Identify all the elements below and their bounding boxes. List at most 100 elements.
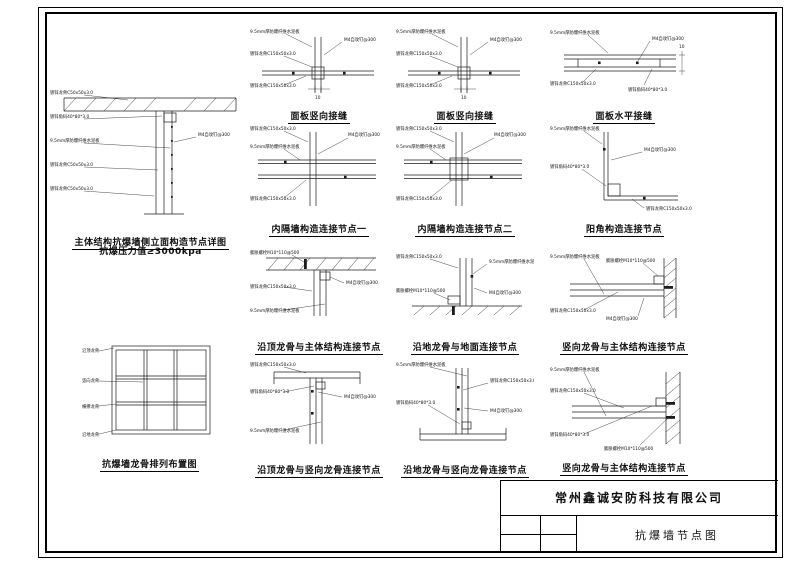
annotation-label: 镀锌龙骨C150x50x3.0 [250,195,296,202]
annotation-label: M4自攻钉@300 [490,36,522,43]
annotation-label: M4自攻钉@300 [652,35,684,42]
annotation-label: 9.5mm厚防爆纤维水泥板 [250,143,300,150]
detail-title: 抗爆墙龙骨排列布置图 [99,457,199,472]
detail-title: 面板竖向接缝 [434,109,496,124]
annotation-label: 镀锌龙骨C150x50x3.0 [646,205,692,212]
detail-drawing: 9.5mm厚防爆纤维水泥板 M4自攻钉@300 镀锌龙骨C150x50x3.0 … [396,28,522,101]
detail-caption: 沿顶龙骨与竖向龙骨连接节点 [248,458,390,478]
detail-title: 主体结构抗爆墙侧立面构造节点详图 [72,235,229,250]
annotation-label: 镀锌角码40*80*3.0 [396,399,436,406]
annotation-label: 镀锌龙骨C150x50x3.0 [550,80,596,87]
annotation-label: 镀锌角码40*80*3.0 [250,388,290,395]
annotation-label: 沿顶龙骨 [82,347,99,354]
annotation-label: M4自攻钉@300 [348,131,380,138]
detail-caption: 沿地龙骨与竖向龙骨连接节点 [394,458,536,478]
annotation-label: M4自攻钉@300 [494,131,526,138]
detail-title: 沿地龙骨与竖向龙骨连接节点 [401,463,529,478]
detail-partition-node-2: 镀锌龙骨C150x50x3.0 9.5mm厚防爆纤维水泥板 M4自攻钉@300 … [394,120,536,237]
dimension-label: 10 [461,95,467,101]
detail-drawing: 9.5mm厚防爆纤维水泥板 镀锌龙骨C150x50x3.0 镀锌角码40*80*… [550,366,681,452]
titleblock-top-line [500,480,778,481]
sheet-outer-border [38,7,783,558]
detail-top-keel-structure: 膨胀螺栓M10*110@500 镀锌龙骨C150x50x3.0 M4自攻钉@30… [248,246,390,355]
titleblock-left-line [500,480,501,553]
annotation-label: 镀锌龙骨C50x50x3.0 [50,185,93,192]
detail-title: 内隔墙构造连接节点一 [269,222,369,237]
annotation-label: M4自攻钉@300 [644,146,676,153]
detail-title: 面板竖向接缝 [288,109,350,124]
detail-drawing: 镀锌龙骨C150x50x3.0 9.5mm厚防爆纤维水泥板 M4自攻钉@300 … [396,125,526,206]
annotation-label: 9.5mm厚防爆纤维水泥板 [250,307,300,314]
annotation-label: 膨胀螺栓M10*110@500 [396,287,445,294]
detail-caption: 沿地龙骨与地面连接节点 [394,335,536,355]
drawing-title: 抗爆墙节点图 [635,529,719,542]
detail-title: 竖向龙骨与主体结构连接节点 [560,461,688,476]
annotation-label: 9.5mm厚防爆纤维水泥板 [550,366,600,373]
annotation-label: 镀锌龙骨C150x50x3.0 [490,377,534,384]
detail-caption: 主体结构抗爆墙侧立面构造节点详图 [48,230,253,250]
annotation-label: 镀锌龙骨C50x50x3.0 [50,161,93,168]
detail-drawing: 9.5mm厚防爆纤维水泥板 镀锌龙骨C150x50x3.0 膨胀螺栓M10*11… [550,253,677,322]
annotation-label: M4自攻钉@300 [490,407,522,414]
titleblock-cell-line [576,515,577,553]
annotation-label: M4自攻钉@300 [198,131,230,138]
detail-title: 内隔墙构造连接节点二 [415,222,515,237]
annotation-label: 9.5mm厚防爆纤维水泥板 [396,28,446,35]
annotation-label: 9.5mm厚防爆纤维水泥板 [489,258,534,265]
annotation-label: 镀锌龙骨C50x50x3.0 [50,89,93,96]
annotation-label: 镀锌角码40*80*3.0 [550,163,590,170]
detail-caption: 面板竖向接缝 [394,104,536,124]
annotation-label: M4自攻钉@300 [344,393,376,400]
detail-panel-vertical-seam-1: 9.5mm厚防爆纤维水泥板 M4自攻钉@300 镀锌龙骨C150x50x3.0 … [248,25,390,125]
dimension-label: 10 [679,44,685,50]
annotation-label: 膨胀螺栓M10*110@500 [606,257,655,264]
dimension-label: 10 [315,95,321,101]
detail-drawing: 镀锌龙骨C150x50x3.0 9.5mm厚防爆纤维水泥板 M4自攻钉@300 … [250,125,380,206]
annotation-label: M4自攻钉@300 [344,36,376,43]
annotation-label: 镀锌龙骨C150x50x3.0 [250,361,296,368]
detail-title: 阳角构造连接节点 [583,222,664,237]
annotation-label: 膨胀螺栓M10*110@500 [604,445,653,452]
detail-vertical-keel-structure-2: 9.5mm厚防爆纤维水泥板 镀锌龙骨C150x50x3.0 镀锌角码40*80*… [548,356,700,476]
detail-floor-keel-ground: 镀锌龙骨C150x50x3.0 9.5mm厚防爆纤维水泥板 膨胀螺栓M10*11… [394,246,536,355]
detail-drawing: 镀锌龙骨C150x50x3.0 镀锌角码40*80*3.0 M4自攻钉@300 … [250,361,376,444]
detail-caption: 内隔墙构造连接节点一 [248,217,390,237]
detail-drawing: 9.5mm厚防爆纤维水泥板 M4自攻钉@300 镀锌龙骨C150x50x3.0 … [550,29,685,93]
detail-drawing: 9.5mm厚防爆纤维水泥板 M4自攻钉@300 镀锌龙骨C150x50x3.0 … [250,28,376,101]
annotation-label: 镀锌龙骨C150x50x3.0 [550,307,596,314]
annotation-label: 镀锌角码40*80*3.0 [50,113,90,120]
titleblock-cell-line [500,534,576,535]
annotation-label: 镀锌龙骨C150x50x3.0 [396,125,442,132]
annotation-label: 镀锌龙骨C150x50x3.0 [250,283,296,290]
sheet-inner-border [45,12,777,553]
annotation-label: 9.5mm厚防爆纤维水泥板 [50,137,100,144]
annotation-label: 9.5mm厚防爆纤维水泥板 [550,253,600,260]
annotation-label: 镀锌龙骨C150x50x3.0 [250,125,296,132]
detail-caption: 抗爆墙龙骨排列布置图 [82,452,217,472]
annotation-label: 9.5mm厚防爆纤维水泥板 [550,125,600,132]
annotation-label: 镀锌龙骨C150x50x3.0 [396,253,442,260]
detail-drawing: 9.5mm厚防爆纤维水泥板 镀锌角码40*80*3.0 镀锌龙骨C150x50x… [396,361,534,441]
annotation-label: 镀锌角码40*80*3.0 [628,86,668,93]
company-name: 常州鑫诚安防科技有限公司 [554,491,723,505]
detail-drawing: 9.5mm厚防爆纤维水泥板 M4自攻钉@300 镀锌角码40*80*3.0 镀锌… [550,125,692,212]
annotation-label: 镀锌龙骨C150x50x3.0 [396,50,442,57]
annotation-label: 沿地龙骨 [82,431,99,438]
elevation-drawing: 镀锌龙骨C50x50x3.0 镀锌角码40*80*3.0 M4自攻钉@300 9… [50,89,237,215]
annotation-label: 镀锌龙骨C150x50x3.0 [550,387,596,394]
annotation-label: M4自攻钉@300 [606,315,638,322]
detail-partition-node-1: 镀锌龙骨C150x50x3.0 9.5mm厚防爆纤维水泥板 M4自攻钉@300 … [248,120,390,237]
annotation-label: 镀锌角码40*80*3.0 [550,431,590,438]
detail-title: 面板水平接缝 [593,109,655,124]
annotation-label: 竖向龙骨 [82,377,99,384]
detail-title: 沿顶龙骨与主体结构连接节点 [255,340,383,355]
annotation-label: 膨胀螺栓M10*110@500 [250,249,299,256]
detail-title: 沿顶龙骨与竖向龙骨连接节点 [255,463,383,478]
annotation-label: 镀锌龙骨C150x50x3.0 [250,50,296,57]
annotation-label: 9.5mm厚防爆纤维水泥板 [396,361,446,368]
detail-caption: 阳角构造连接节点 [548,217,700,237]
detail-panel-vertical-seam-2: 9.5mm厚防爆纤维水泥板 M4自攻钉@300 镀锌龙骨C150x50x3.0 … [394,25,536,125]
detail-caption: 面板水平接缝 [548,104,700,124]
detail-title: 沿地龙骨与地面连接节点 [410,340,520,355]
